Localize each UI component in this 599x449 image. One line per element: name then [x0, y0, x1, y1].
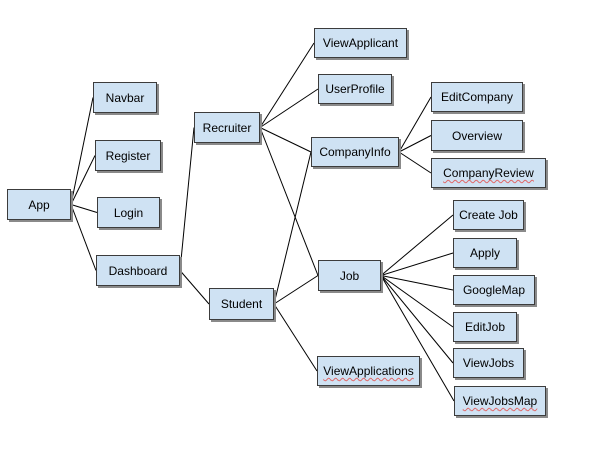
node-label: Recruiter	[202, 120, 252, 135]
node-label: Student	[220, 297, 263, 311]
node-companyinfo: CompanyInfo	[311, 137, 399, 167]
node-googlemap: GoogleMap	[453, 275, 535, 305]
edge-job-apply	[380, 252, 454, 276]
node-label: ViewJobsMap	[462, 394, 538, 408]
edge-recruiter-userprofile	[259, 88, 319, 128]
edge-job-editjob	[380, 275, 454, 328]
edge-app-navbar	[70, 97, 94, 205]
edge-student-companyinfo	[273, 151, 312, 305]
node-label: UserProfile	[325, 82, 385, 96]
node-label: Login	[113, 205, 144, 220]
node-label: EditCompany	[440, 90, 514, 104]
node-label: ViewJobs	[462, 356, 515, 370]
node-label: CompanyInfo	[319, 145, 391, 159]
edge-job-viewjobsmap	[380, 275, 455, 402]
node-label: Navbar	[105, 90, 145, 105]
edge-app-dashboard	[70, 204, 97, 271]
node-login: Login	[97, 197, 160, 228]
node-register: Register	[95, 140, 161, 171]
node-viewapplicant: ViewApplicant	[314, 28, 407, 58]
node-job: Job	[318, 260, 381, 291]
node-label: ViewApplications	[323, 364, 414, 378]
edge-app-login	[70, 204, 98, 213]
node-createjob: Create Job	[453, 200, 524, 230]
node-viewjobsmap: ViewJobsMap	[454, 386, 546, 416]
node-student: Student	[209, 288, 274, 320]
node-label: EditJob	[464, 320, 506, 334]
node-viewapplications: ViewApplications	[317, 356, 420, 386]
node-editcompany: EditCompany	[431, 82, 523, 112]
edge-student-viewapplications	[273, 303, 318, 372]
edge-job-googlemap	[380, 275, 454, 291]
node-label: CompanyReview	[443, 166, 534, 180]
node-label: Overview	[451, 128, 502, 143]
node-app: App	[7, 189, 71, 220]
edge-dashboard-recruiter	[179, 127, 195, 271]
edge-recruiter-job	[259, 127, 319, 276]
node-label: Create Job	[459, 208, 518, 222]
edge-student-job	[273, 275, 319, 305]
edge-recruiter-viewapplicant	[259, 42, 315, 128]
node-label: ViewApplicant	[322, 36, 399, 50]
node-dashboard: Dashboard	[96, 255, 180, 286]
node-recruiter: Recruiter	[194, 112, 260, 143]
edge-recruiter-companyinfo	[259, 127, 312, 153]
node-navbar: Navbar	[93, 82, 157, 113]
node-label: Apply	[469, 246, 501, 260]
node-overview: Overview	[431, 120, 523, 151]
node-viewjobs: ViewJobs	[453, 348, 524, 378]
node-label: Dashboard	[108, 263, 168, 278]
edge-companyinfo-companyreview	[398, 151, 432, 174]
node-editjob: EditJob	[453, 312, 517, 342]
node-label: Job	[339, 268, 360, 283]
node-label: GoogleMap	[462, 283, 526, 297]
edge-companyinfo-overview	[398, 135, 432, 153]
edge-job-viewjobs	[380, 275, 454, 364]
edge-dashboard-student	[179, 270, 210, 305]
node-apply: Apply	[453, 238, 517, 268]
node-companyreview: CompanyReview	[431, 158, 546, 188]
edge-companyinfo-editcompany	[398, 96, 432, 153]
node-userprofile: UserProfile	[318, 74, 392, 104]
edge-job-createjob	[380, 214, 454, 276]
edge-app-register	[70, 155, 96, 205]
node-label: App	[28, 197, 50, 212]
node-label: Register	[105, 148, 151, 163]
